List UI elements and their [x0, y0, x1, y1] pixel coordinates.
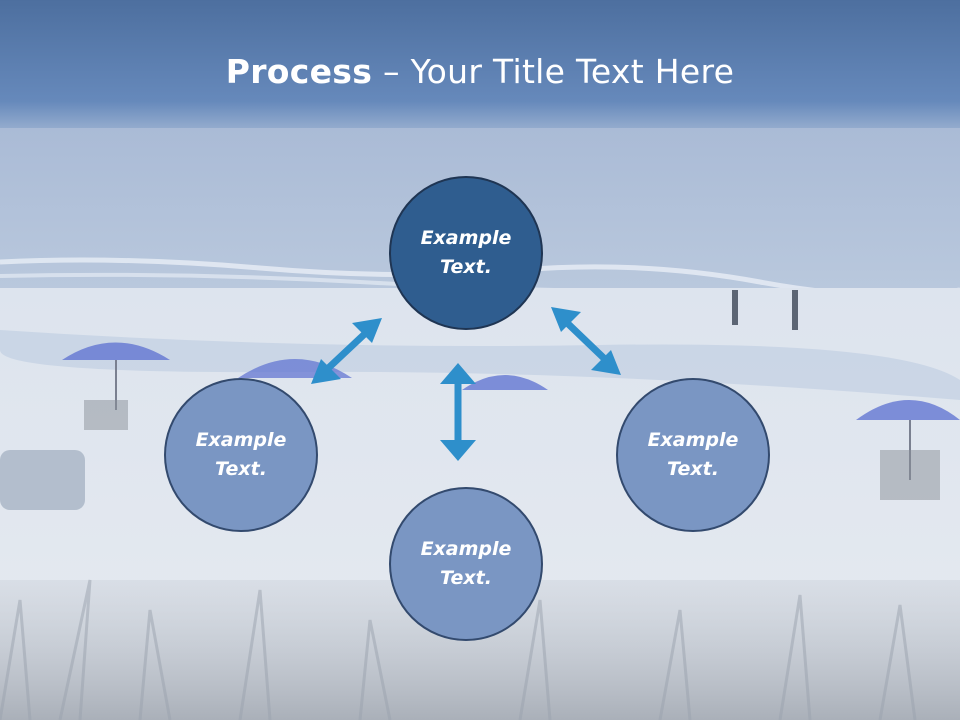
- process-node-right-text: Example Text.: [647, 429, 739, 480]
- process-node-left-text: Example Text.: [195, 429, 287, 480]
- process-node-bottom: Example Text.: [389, 487, 543, 641]
- process-node-bottom-text: Example Text.: [420, 538, 512, 589]
- title-rest: Your Title Text Here: [410, 52, 735, 91]
- arrow-top-right: [551, 307, 621, 375]
- process-node-right: Example Text.: [616, 378, 770, 532]
- arrow-center-vertical: [440, 363, 476, 461]
- arrow-top-left: [311, 318, 382, 384]
- title-separator: –: [372, 52, 411, 91]
- process-node-top: Example Text.: [389, 176, 543, 330]
- process-node-top-text: Example Text.: [420, 227, 512, 278]
- process-node-left: Example Text.: [164, 378, 318, 532]
- title-bold-part: Process: [225, 52, 373, 91]
- slide-title: Process – Your Title Text Here: [0, 52, 960, 91]
